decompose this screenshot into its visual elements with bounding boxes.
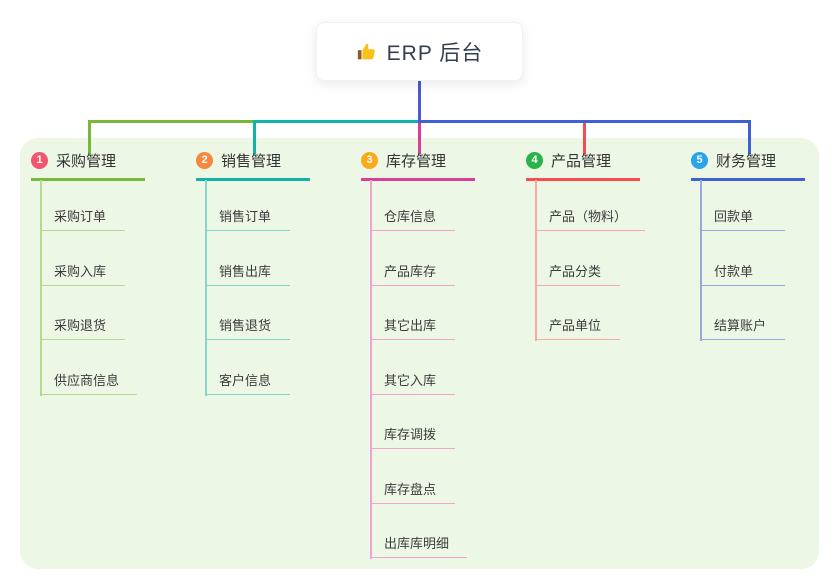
branch-2: 2 销售管理 销售订单 销售出库 销售退货 客户信息 [196,150,311,396]
child-label: 产品分类 [549,263,602,279]
branch-child-item[interactable]: 产品（物料） [535,196,646,231]
branch-number-badge: 2 [196,152,213,169]
child-label: 采购退货 [54,318,107,333]
branch-children-line [370,180,372,559]
branch-number-badge: 5 [691,152,708,169]
branch-child-item[interactable]: 供应商信息 [40,360,138,395]
branch-children-line [40,180,42,396]
branch-child-item[interactable]: 产品库存 [370,251,455,286]
child-label: 结算账户 [714,318,767,333]
branch-child-item[interactable]: 产品单位 [535,305,620,340]
child-label: 其它出库 [384,318,437,333]
branch-child-item[interactable]: 采购退货 [40,305,125,340]
branch-header[interactable]: 1 采购管理 [31,150,145,181]
branch-child-item[interactable]: 结算账户 [700,305,785,340]
child-label: 产品（物料） [549,209,628,224]
child-label: 出库库明细 [384,536,450,551]
branch-child-item[interactable]: 回款单 [700,196,785,231]
child-label: 供应商信息 [54,372,120,388]
branch-label: 产品管理 [551,153,612,170]
branch-header[interactable]: 3 库存管理 [361,150,475,181]
branch-child-item[interactable]: 其它出库 [370,305,455,340]
child-label: 销售订单 [219,209,272,224]
drop-branch2 [253,123,256,154]
child-label: 其它入库 [384,372,437,388]
branch-label: 采购管理 [56,153,117,170]
branch-label: 财务管理 [716,153,777,170]
child-label: 采购订单 [54,209,107,224]
branch-label: 库存管理 [386,153,447,170]
branch-number-badge: 1 [31,152,48,169]
child-label: 库存调拨 [384,427,437,442]
trunk-line [418,81,421,123]
branch-child-item[interactable]: 库存盘点 [370,469,455,504]
branch-label: 销售管理 [221,153,282,170]
child-label: 付款单 [714,263,754,279]
branch-child-item[interactable]: 库存调拨 [370,414,455,449]
drop-branch4 [583,123,586,154]
branch-number-badge: 3 [361,152,378,169]
child-label: 产品库存 [384,263,437,279]
branch-number-badge: 4 [526,152,543,169]
branch-1: 1 采购管理 采购订单 采购入库 采购退货 供应商信息 [31,150,146,396]
branch-child-item[interactable]: 付款单 [700,251,785,286]
branch-header[interactable]: 4 产品管理 [526,150,640,181]
child-label: 销售出库 [219,263,272,279]
branch-children-line [700,180,702,341]
branch-child-item[interactable]: 出库库明细 [370,523,468,558]
branch-child-item[interactable]: 其它入库 [370,360,455,395]
child-label: 产品单位 [549,318,602,333]
drop-branch5 [748,123,751,154]
thumbs-up-icon [356,41,378,63]
drop-branch3 [418,123,421,154]
child-label: 采购入库 [54,263,107,279]
child-label: 客户信息 [219,372,272,388]
branch-child-item[interactable]: 仓库信息 [370,196,455,231]
branch-3: 3 库存管理 仓库信息 产品库存 其它出库 其它入库 库存调拨 库存盘点 出库库… [361,150,476,559]
branch-child-item[interactable]: 采购入库 [40,251,125,286]
hline-branch1 [88,120,256,123]
branch-child-item[interactable]: 产品分类 [535,251,620,286]
child-label: 销售退货 [219,318,272,333]
branch-header[interactable]: 2 销售管理 [196,150,310,181]
hline-branch2 [253,120,421,123]
branches-panel [20,138,819,569]
branch-child-item[interactable]: 销售出库 [205,251,290,286]
branch-children-line [535,180,537,341]
hline-branch5 [418,120,751,123]
branch-header[interactable]: 5 财务管理 [691,150,805,181]
branch-4: 4 产品管理 产品（物料） 产品分类 产品单位 [526,150,646,341]
branch-child-item[interactable]: 客户信息 [205,360,290,395]
branch-child-item[interactable]: 销售退货 [205,305,290,340]
branch-child-item[interactable]: 销售订单 [205,196,290,231]
child-label: 回款单 [714,209,754,224]
branch-children-line [205,180,207,396]
child-label: 仓库信息 [384,209,437,224]
branch-child-item[interactable]: 采购订单 [40,196,125,231]
branch-5: 5 财务管理 回款单 付款单 结算账户 [691,150,806,341]
root-node[interactable]: ERP 后台 [316,22,523,81]
child-label: 库存盘点 [384,481,437,497]
drop-branch1 [88,123,91,154]
root-label: ERP 后台 [386,41,484,65]
